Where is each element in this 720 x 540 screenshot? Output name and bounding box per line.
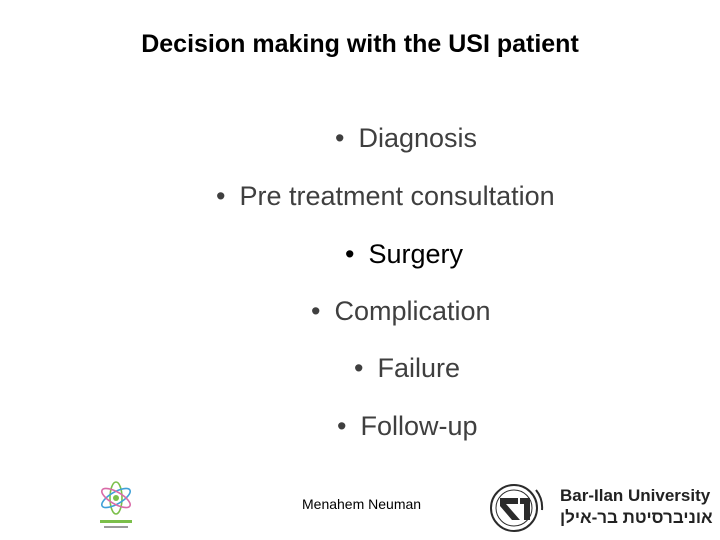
bullet-item-diagnosis: • Diagnosis xyxy=(335,122,477,154)
bullet-marker: • xyxy=(345,239,355,269)
bullet-marker: • xyxy=(311,296,321,326)
university-name-en: Bar-Ilan University xyxy=(560,486,711,505)
footer-author: Menahem Neuman xyxy=(302,496,422,512)
bar-ilan-emblem-icon xyxy=(490,484,544,532)
bullet-text: Failure xyxy=(377,353,460,383)
bullet-marker: • xyxy=(337,411,347,441)
bullet-item-follow-up: • Follow-up xyxy=(337,410,478,442)
bullet-text: Diagnosis xyxy=(358,123,478,153)
bullet-item-pre-treatment-consultation: • Pre treatment consultation xyxy=(216,180,555,212)
bullet-list: • Diagnosis • Pre treatment consultation •… xyxy=(216,122,555,442)
bullet-item-failure: • Failure xyxy=(354,352,460,384)
flower-emblem-icon xyxy=(92,476,140,532)
bullet-item-surgery: • Surgery xyxy=(345,238,463,270)
bullet-marker: • xyxy=(354,353,364,383)
bullet-marker: • xyxy=(216,181,226,211)
bullet-text: Complication xyxy=(334,296,491,326)
bullet-marker: • xyxy=(335,123,345,153)
bullet-text: Surgery xyxy=(368,239,463,269)
bullet-text: Follow-up xyxy=(360,411,478,441)
slide-title: Decision making with the USI patient xyxy=(141,30,579,58)
bullet-item-complication: • Complication xyxy=(311,295,491,327)
university-name-he: אוניברסיטת בר-אילן xyxy=(560,508,713,527)
bullet-text: Pre treatment consultation xyxy=(239,181,555,211)
university-logo: Bar-Ilan University אוניברסיטת בר-אילן xyxy=(484,480,714,536)
